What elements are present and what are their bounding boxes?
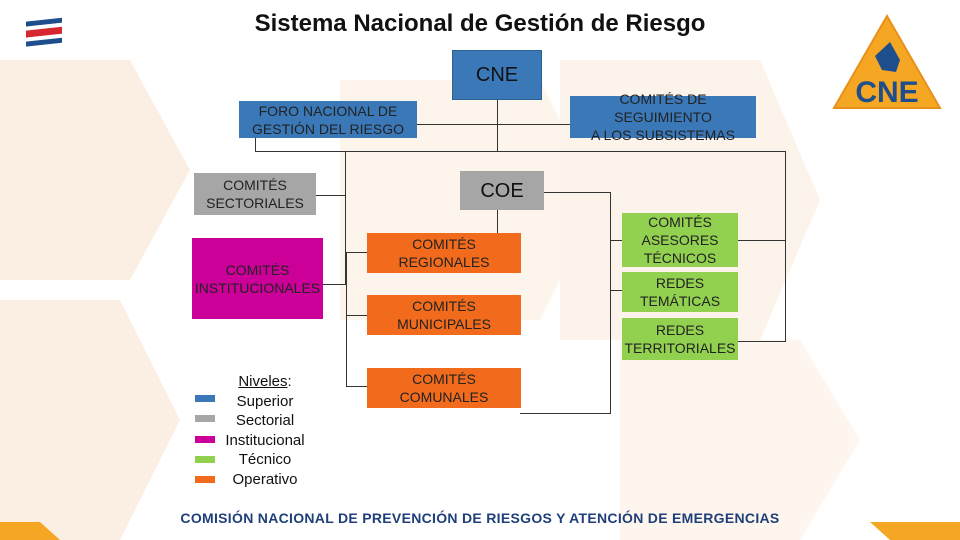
legend-item-tecnico: Técnico — [238, 451, 292, 468]
cne-logo: CNE — [832, 13, 942, 109]
legend-heading-text: Niveles — [238, 373, 288, 390]
legend-swatch-institucional — [195, 436, 215, 443]
legend-heading: Niveles: — [218, 372, 312, 392]
redes-territoriales-box: REDES TERRITORIALES — [622, 318, 738, 360]
comites-seguimiento-box: COMITÉS DE SEGUIMIENTO A LOS SUBSISTEMAS — [570, 91, 756, 143]
footer-organization-name: COMISIÓN NACIONAL DE PREVENCIÓN DE RIESG… — [180, 510, 780, 526]
connector — [520, 413, 611, 414]
legend-heading-colon: : — [287, 373, 292, 390]
connector — [346, 252, 368, 253]
comites-regionales-box: COMITÉS REGIONALES — [367, 233, 521, 273]
connector — [322, 284, 346, 285]
legend-item-institucional: Institucional — [225, 431, 305, 449]
connector — [611, 240, 623, 241]
legend-item-operativo: Operativo — [232, 470, 298, 488]
legend-swatch-operativo — [195, 476, 215, 483]
connector — [415, 124, 570, 125]
connector — [345, 151, 346, 285]
legend-swatch-sectorial — [195, 415, 215, 422]
foro-nacional-box: FORO NACIONAL DE GESTIÓN DEL RIESGO — [239, 101, 417, 138]
legend-swatch-superior — [195, 395, 215, 402]
legend-swatch-tecnico — [195, 456, 215, 463]
connector — [315, 195, 346, 196]
redes-tematicas-box: REDES TEMÁTICAS — [622, 272, 738, 312]
cne-logo-text: CNE — [855, 76, 918, 109]
page-title: Sistema Nacional de Gestión de Riesgo — [254, 10, 706, 37]
comites-municipales-box: COMITÉS MUNICIPALES — [367, 295, 521, 335]
comites-institucionales-box: COMITÉS INSTITUCIONALES — [192, 238, 323, 319]
costa-rica-flag-logo — [26, 17, 62, 47]
connector — [738, 240, 786, 241]
comites-comunales-box: COMITÉS COMUNALES — [367, 368, 521, 408]
connector — [543, 192, 611, 193]
legend-item-sectorial: Sectorial — [235, 412, 295, 429]
coe-box: COE — [460, 171, 544, 210]
legend: Niveles: Superior Sectorial Instituciona… — [218, 360, 312, 496]
cne-box: CNE — [452, 50, 542, 100]
legend-item-superior: Superior — [236, 392, 294, 410]
connector — [346, 252, 347, 387]
connector — [346, 386, 368, 387]
connector — [497, 100, 498, 152]
connector — [497, 208, 498, 235]
connector — [346, 315, 368, 316]
connector — [255, 138, 256, 152]
connector — [738, 341, 786, 342]
comites-sectoriales-box: COMITÉS SECTORIALES — [194, 173, 316, 215]
connector — [610, 192, 611, 414]
connector — [785, 151, 786, 342]
comites-asesores-tecnicos-box: COMITÉS ASESORES TÉCNICOS — [622, 213, 738, 267]
connector — [611, 290, 623, 291]
connector — [255, 151, 785, 152]
